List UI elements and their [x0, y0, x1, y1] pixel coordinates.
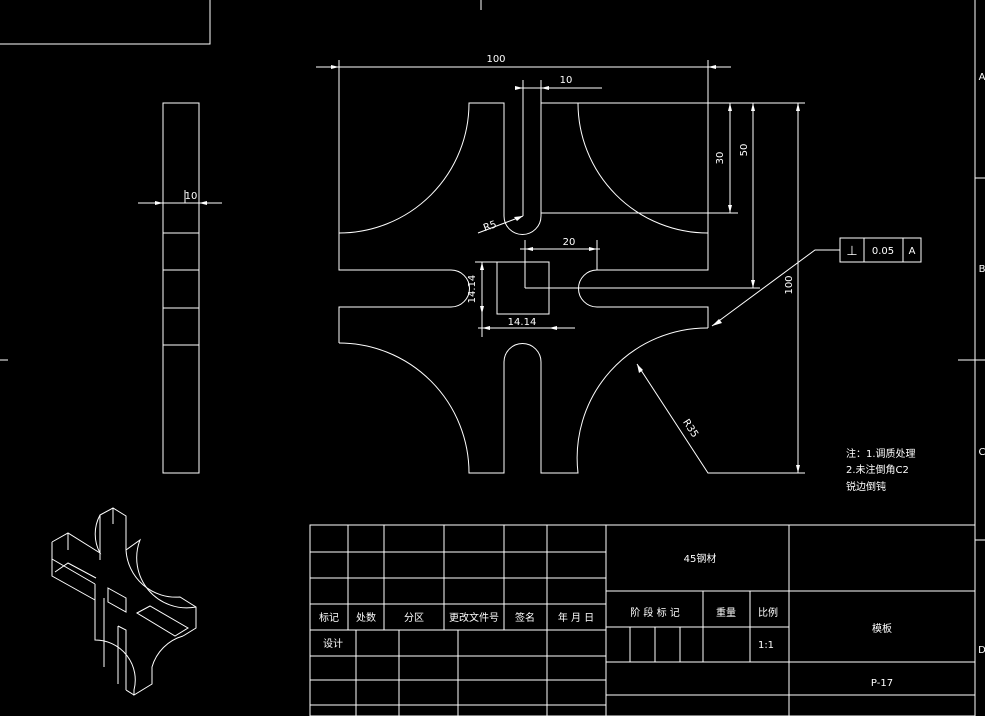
- dim-10-side: 10: [185, 191, 198, 202]
- dim-20: 20: [563, 237, 576, 248]
- dimension-lines: [316, 60, 840, 474]
- tolerance-value: 0.05: [872, 246, 894, 257]
- arrowheads: [155, 65, 800, 473]
- datum-letter: A: [909, 246, 916, 257]
- tb-header-zone: 分区: [404, 612, 424, 624]
- zone-label-d: D: [978, 645, 985, 656]
- dim-100-top: 100: [486, 54, 505, 65]
- top-left-frame-corner: [0, 0, 211, 45]
- dim-50: 50: [739, 144, 750, 157]
- zone-label-c: C: [979, 447, 985, 458]
- tb-header-count: 处数: [356, 611, 376, 624]
- tb-stage-label: 阶 段 标 记: [630, 606, 680, 619]
- tb-weight-label: 重量: [716, 606, 736, 619]
- dim-r35: R35: [680, 417, 700, 440]
- zone-label-b: B: [979, 264, 985, 275]
- zone-label-a: A: [979, 72, 985, 83]
- material-label: 45钢材: [684, 552, 717, 565]
- tb-scale-value: 1:1: [758, 640, 774, 651]
- isometric-view: [51, 507, 197, 696]
- tb-scale-label: 比例: [758, 606, 778, 619]
- tb-drawing-number: P-17: [871, 678, 893, 689]
- note-line-1: 注：1.调质处理: [846, 447, 916, 460]
- tb-header-signature: 签名: [515, 611, 535, 624]
- note-line-3: 锐边倒钝: [846, 480, 886, 493]
- tolerance-frame: [839, 237, 922, 263]
- dim-30: 30: [715, 152, 726, 165]
- tb-part-name: 模板: [872, 622, 892, 635]
- dim-14-14-horizontal: 14.14: [508, 317, 537, 328]
- dim-100-right: 100: [784, 275, 795, 294]
- dim-r5: R5: [482, 219, 498, 234]
- dim-14-14-vertical: 14.14: [467, 275, 478, 304]
- tb-header-change-doc: 更改文件号: [449, 611, 499, 624]
- side-view: [138, 102, 222, 474]
- tb-header-date: 年 月 日: [558, 611, 594, 624]
- tb-design-label: 设计: [323, 637, 343, 650]
- note-line-2: 2.未注倒角C2: [846, 463, 909, 476]
- perpendicularity-symbol: ⊥: [846, 244, 857, 259]
- dim-10-top: 10: [560, 75, 573, 86]
- title-block: [309, 524, 976, 716]
- tb-header-mark: 标记: [319, 612, 339, 624]
